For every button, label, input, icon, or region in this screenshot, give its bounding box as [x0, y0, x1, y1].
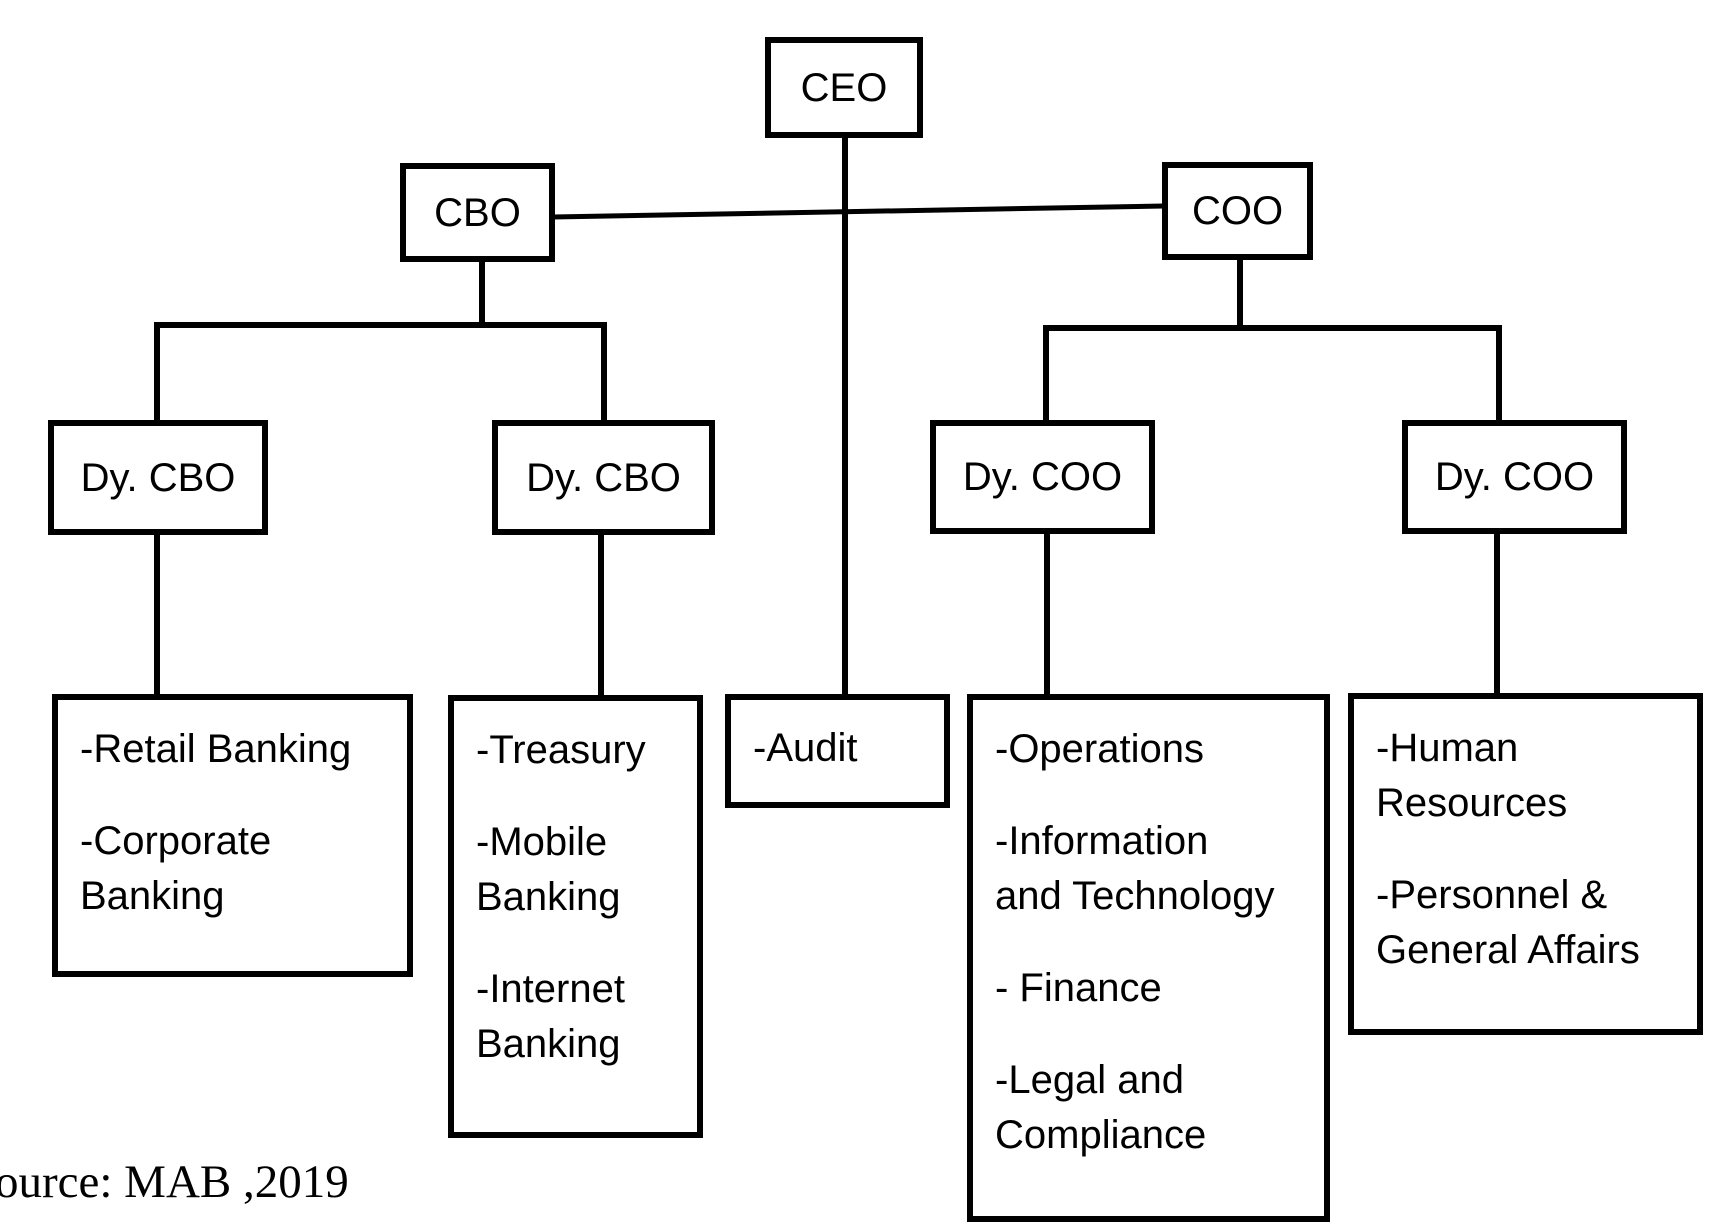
leaf-item: -Information and Technology — [995, 819, 1275, 918]
leaf-item: -Mobile Banking — [476, 820, 621, 919]
leaf-operations-it-finance-legal: -Operations -Information and Technology … — [967, 694, 1330, 1222]
leaf-item: -Operations — [995, 727, 1204, 771]
node-dy-cbo-2: Dy. CBO — [492, 420, 715, 535]
leaf-item: -Corporate Banking — [80, 819, 272, 918]
node-dy-coo-1: Dy. COO — [930, 420, 1155, 534]
leaf-item: -Audit — [753, 725, 858, 770]
node-coo: COO — [1162, 162, 1313, 260]
leaf-treasury-banking: -Treasury -Mobile Banking -Internet Bank… — [448, 695, 703, 1138]
leaf-item: - Finance — [995, 966, 1162, 1010]
node-coo-label: COO — [1191, 189, 1284, 233]
node-dy-cbo-1-label: Dy. CBO — [80, 455, 236, 500]
leaf-audit: -Audit — [725, 694, 950, 808]
source-note: ource: MAB ,2019 — [0, 1156, 349, 1208]
node-dy-coo-1-label: Dy. COO — [962, 455, 1123, 499]
node-ceo-label: CEO — [800, 65, 888, 110]
leaf-item: -Retail Banking — [80, 727, 352, 771]
node-dy-cbo-1: Dy. CBO — [48, 420, 268, 535]
leaf-item: -Personnel & General Affairs — [1376, 873, 1640, 972]
connector-cbo-to-coo — [552, 203, 1165, 220]
leaf-human-resources-personnel: -Human Resources -Personnel & General Af… — [1348, 693, 1703, 1035]
node-cbo: CBO — [400, 163, 555, 262]
leaf-item: -Legal and Compliance — [995, 1058, 1207, 1157]
leaf-item: -Treasury — [476, 728, 646, 772]
leaf-item: -Internet Banking — [476, 967, 625, 1066]
node-dy-cbo-2-label: Dy. CBO — [526, 455, 681, 500]
leaf-item: -Human Resources — [1376, 726, 1568, 825]
node-dy-coo-2: Dy. COO — [1402, 420, 1627, 534]
node-ceo: CEO — [765, 37, 923, 138]
node-dy-coo-2-label: Dy. COO — [1434, 455, 1595, 499]
leaf-retail-corporate-banking: -Retail Banking -Corporate Banking — [52, 694, 413, 977]
node-cbo-label: CBO — [434, 190, 521, 235]
